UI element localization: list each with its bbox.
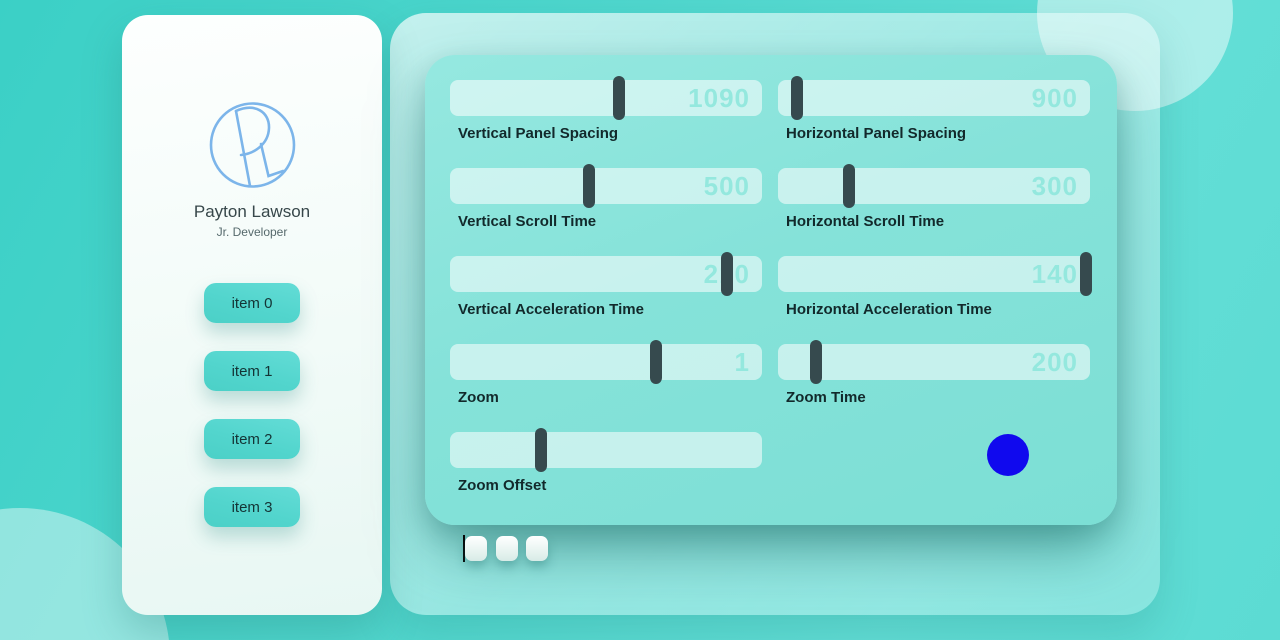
text-caret xyxy=(463,535,465,562)
slider-track[interactable]: 900 xyxy=(778,76,1090,120)
slider-handle[interactable] xyxy=(721,252,734,296)
slider-handle[interactable] xyxy=(649,340,662,384)
slider-zoom: 1 Zoom xyxy=(450,340,762,406)
slider-value: 300 xyxy=(1031,171,1078,201)
slider-handle[interactable] xyxy=(613,76,626,120)
dock-button-1[interactable] xyxy=(465,536,487,561)
slider-zoom-time: 200 Zoom Time xyxy=(778,340,1090,406)
slider-track[interactable]: 210 xyxy=(450,252,762,296)
sidebar-menu: item 0 item 1 item 2 item 3 xyxy=(204,283,300,527)
slider-value: 900 xyxy=(1031,83,1078,113)
slider-label: Zoom Time xyxy=(786,389,866,406)
slider-track[interactable]: 300 xyxy=(778,164,1090,208)
slider-label: Vertical Acceleration Time xyxy=(458,301,644,318)
slider-horizontal-scroll-time: 300 Horizontal Scroll Time xyxy=(778,164,1090,230)
slider-label: Vertical Scroll Time xyxy=(458,213,597,230)
slider-label: Horizontal Scroll Time xyxy=(786,213,945,230)
slider-value: 500 xyxy=(703,171,750,201)
dock-button-3[interactable] xyxy=(526,536,548,561)
slider-track[interactable] xyxy=(450,428,762,472)
sidebar-item-1[interactable]: item 1 xyxy=(204,351,300,391)
profile-name: Payton Lawson xyxy=(193,202,311,221)
slider-value: 1090 xyxy=(688,83,750,113)
slider-label: Vertical Panel Spacing xyxy=(458,125,619,142)
slider-label: Horizontal Acceleration Time xyxy=(786,301,992,318)
slider-handle[interactable] xyxy=(843,164,856,208)
slider-value: 140 xyxy=(1031,259,1078,289)
slider-track[interactable]: 140 xyxy=(778,252,1092,296)
slider-track[interactable]: 500 xyxy=(450,164,762,208)
slider-handle[interactable] xyxy=(810,340,823,384)
slider-value: 200 xyxy=(1031,347,1078,377)
slider-handle[interactable] xyxy=(583,164,596,208)
sidebar-item-0[interactable]: item 0 xyxy=(204,283,300,323)
slider-label: Zoom Offset xyxy=(458,477,547,494)
slider-vertical-scroll-time: 500 Vertical Scroll Time xyxy=(450,164,762,230)
slider-label: Zoom xyxy=(458,389,499,406)
profile-sidebar: Payton Lawson Jr. Developer item 0 item … xyxy=(122,15,382,615)
slider-track[interactable]: 1 xyxy=(450,340,762,384)
slider-horizontal-acceleration-time: 140 Horizontal Acceleration Time xyxy=(778,252,1092,318)
settings-panel: 1090 Vertical Panel Spacing 900 Horizont… xyxy=(425,55,1117,525)
profile-title: Jr. Developer xyxy=(216,225,288,239)
slider-horizontal-panel-spacing: 900 Horizontal Panel Spacing xyxy=(778,76,1090,142)
slider-handle[interactable] xyxy=(535,428,548,472)
slider-handle[interactable] xyxy=(1079,252,1092,296)
slider-label: Horizontal Panel Spacing xyxy=(786,125,967,142)
slider-track[interactable]: 1090 xyxy=(450,76,762,120)
pl-monogram-logo-icon xyxy=(209,102,295,188)
slider-handle[interactable] xyxy=(791,76,804,120)
blue-indicator-dot[interactable] xyxy=(987,434,1029,476)
slider-vertical-acceleration-time: 210 Vertical Acceleration Time xyxy=(450,252,762,318)
slider-value: 1 xyxy=(734,347,750,377)
dock-button-2[interactable] xyxy=(496,536,518,561)
slider-zoom-offset: Zoom Offset xyxy=(450,428,762,494)
sidebar-item-3[interactable]: item 3 xyxy=(204,487,300,527)
slider-vertical-panel-spacing: 1090 Vertical Panel Spacing xyxy=(450,76,762,142)
slider-track[interactable]: 200 xyxy=(778,340,1090,384)
sidebar-item-2[interactable]: item 2 xyxy=(204,419,300,459)
